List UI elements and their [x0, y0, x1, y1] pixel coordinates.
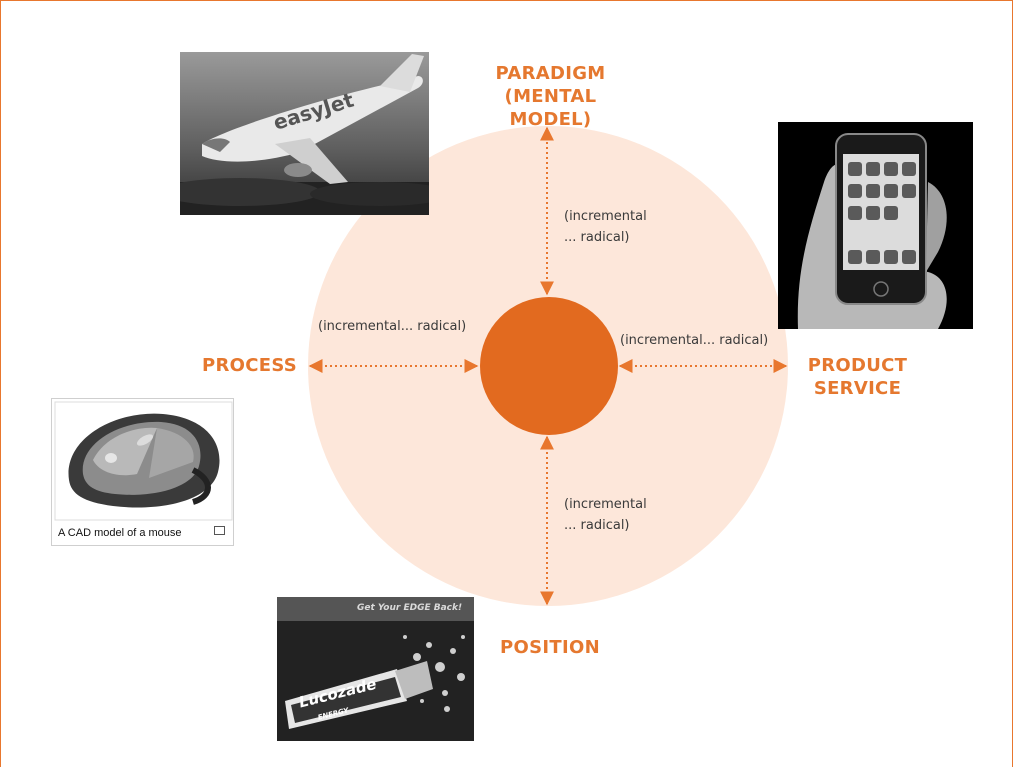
mouse-photo: A CAD model of a mouse: [51, 398, 234, 546]
range-label-bottom: (incremental ... radical): [564, 497, 647, 533]
phone-illustration: [778, 122, 973, 329]
drink-tagline: Get Your EDGE Back!: [357, 603, 463, 613]
axis-title-paradigm: PARADIGM (MENTAL MODEL): [495, 63, 606, 130]
drink-advert-photo: Get Your EDGE Back! Lucozade ENERGY: [277, 597, 474, 741]
axis-title-process: PROCESS: [201, 355, 298, 376]
range-label-top: (incremental ... radical): [564, 209, 647, 245]
airplane-illustration: easyJet: [180, 52, 429, 215]
axis-title-position: POSITION: [500, 637, 600, 658]
axis-title-product-service: PRODUCT SERVICE: [807, 355, 908, 399]
enlarge-icon: [214, 526, 225, 535]
range-label-left: (incremental... radical): [318, 319, 467, 334]
range-label-right: (incremental... radical): [620, 333, 769, 348]
mouse-illustration: [54, 401, 233, 521]
airplane-photo: easyJet: [180, 52, 429, 215]
phone-photo: [778, 122, 973, 329]
center-circle: [480, 297, 618, 435]
drink-illustration: [277, 597, 474, 741]
mouse-caption: A CAD model of a mouse: [58, 527, 182, 539]
